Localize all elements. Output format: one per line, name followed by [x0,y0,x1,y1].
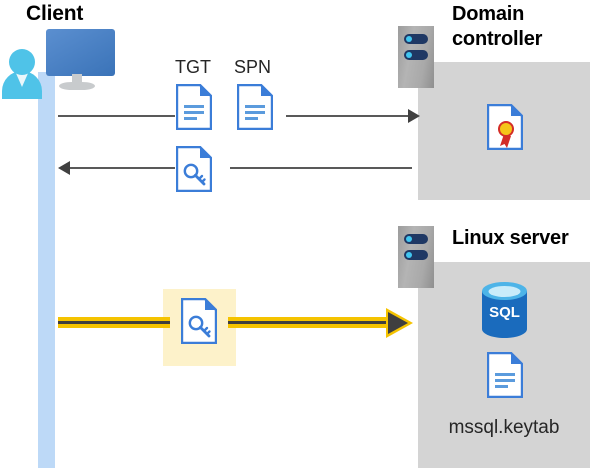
key-document-icon [176,146,212,192]
client-title: Client [26,2,84,25]
person-head-icon [9,49,35,75]
rack-led-top-icon [404,234,428,244]
tgt-document-icon [176,84,212,130]
client-workstation-icon [0,0,130,110]
certificate-document-icon [487,104,523,150]
flow-request-line-right [286,115,412,117]
spn-label: SPN [234,57,272,77]
tgt-label: TGT [175,57,211,77]
domain-controller-server-rack-icon [398,26,434,88]
rack-led-top-icon [404,34,428,44]
svg-text:SQL: SQL [489,304,520,321]
keytab-document-icon [487,352,523,398]
flow-service-line-right-inner [228,321,392,324]
linux-server-title: Linux server [452,227,569,249]
flow-request-line-left [58,115,175,117]
flow-response-arrowhead-icon [58,161,70,175]
flow-response-line-right [230,167,412,169]
monitor-base-icon [59,82,95,90]
sql-database-icon: SQL [481,281,528,339]
monitor-neck-icon [72,74,82,84]
flow-service-arrowhead-icon [388,312,408,334]
client-lifeline [38,72,55,468]
flow-response-line-left [62,167,175,169]
flow-service-line-left-inner [58,321,170,324]
domain-controller-title: Domain controller [452,3,543,50]
flow-request-arrowhead-icon [408,109,420,123]
service-ticket-key-document-icon [181,298,217,344]
person-collar-icon [15,71,29,87]
keytab-filename-label: mssql.keytab [448,417,560,438]
spn-document-icon [237,84,273,130]
monitor-screen-icon [46,29,115,76]
rack-led-bottom-icon [404,250,428,260]
rack-led-bottom-icon [404,50,428,60]
linux-server-server-rack-icon [398,226,434,288]
